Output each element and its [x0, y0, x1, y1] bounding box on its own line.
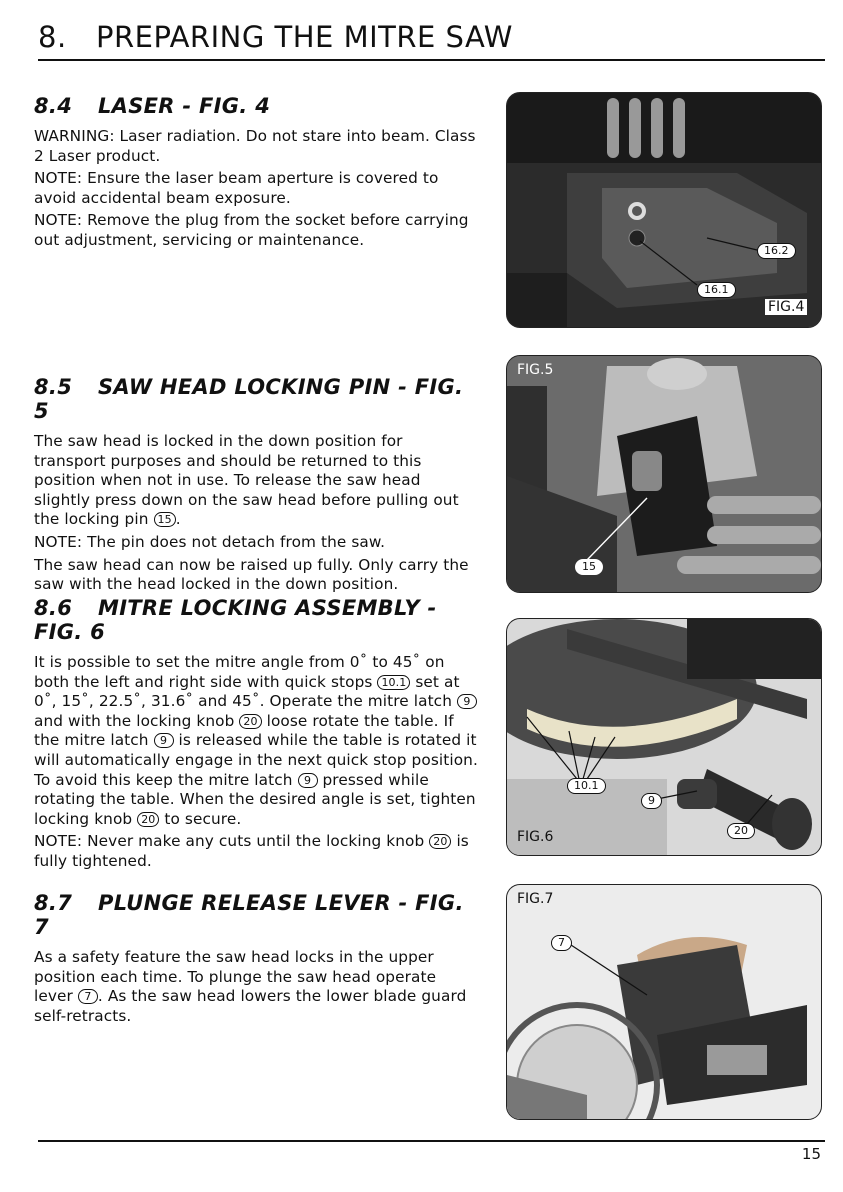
warning-text: WARNING: Laser radiation. Do not stare i…: [34, 127, 476, 165]
figure-4: 16.2 16.1 FIG.4: [506, 92, 822, 328]
ref-badge: 10.1: [377, 674, 411, 690]
body-text: As a safety feature the saw head locks i…: [34, 948, 467, 1025]
callout-lines: [570, 944, 648, 996]
page-title: 8. PREPARING THE MITRE SAW: [38, 20, 513, 54]
ref-badge: 9: [153, 733, 174, 749]
callout-16-2: 16.2: [757, 243, 796, 259]
locking-pin-photo: [507, 356, 821, 592]
ref-badge: 15: [153, 512, 176, 528]
chapter-title: PREPARING THE MITRE SAW: [96, 20, 513, 54]
figure-label: FIG.6: [517, 829, 554, 845]
mitre-table-photo: [507, 619, 821, 855]
figure-5: FIG.5 15: [506, 355, 822, 593]
body-text: The saw head is locked in the down posit…: [34, 432, 459, 529]
ref-badge: 9: [456, 694, 477, 710]
footer-divider: [38, 1140, 825, 1142]
callout-20: 20: [727, 823, 755, 839]
ref-badge: 9: [297, 772, 318, 788]
callout-lines: [586, 497, 648, 561]
ref-badge: 20: [239, 713, 262, 729]
note-text: NOTE: Never make any cuts until the lock…: [34, 832, 469, 870]
ref-badge: 20: [429, 834, 452, 850]
plunge-lever-photo: [507, 885, 821, 1119]
callout-lines: [639, 237, 758, 286]
laser-housing-photo: [507, 93, 821, 327]
note-text: NOTE: The pin does not detach from the s…: [34, 532, 386, 551]
callout-9: 9: [641, 793, 662, 809]
callout-15: 15: [575, 559, 603, 575]
chapter-number: 8.: [38, 20, 67, 54]
callout-10-1: 10.1: [567, 778, 606, 794]
figure-label: FIG.4: [765, 299, 808, 315]
note-text: NOTE: Remove the plug from the socket be…: [34, 211, 469, 249]
callout-16-1: 16.1: [697, 282, 736, 298]
note-text: NOTE: Ensure the laser beam aperture is …: [34, 169, 439, 207]
body-text: It is possible to set the mitre angle fr…: [34, 653, 478, 828]
figure-label: FIG.5: [517, 362, 554, 378]
figure-label: FIG.7: [517, 891, 554, 907]
title-divider: [38, 59, 825, 61]
callout-7: 7: [551, 935, 572, 951]
page-number: 15: [801, 1145, 821, 1163]
callout-lines: [526, 716, 773, 825]
body-text: The saw head can now be raised up fully.…: [34, 555, 469, 594]
figure-7: FIG.7 7: [506, 884, 822, 1120]
figure-6: 10.1 9 20 FIG.6: [506, 618, 822, 856]
ref-badge: 20: [137, 811, 160, 827]
ref-badge: 7: [77, 989, 98, 1005]
